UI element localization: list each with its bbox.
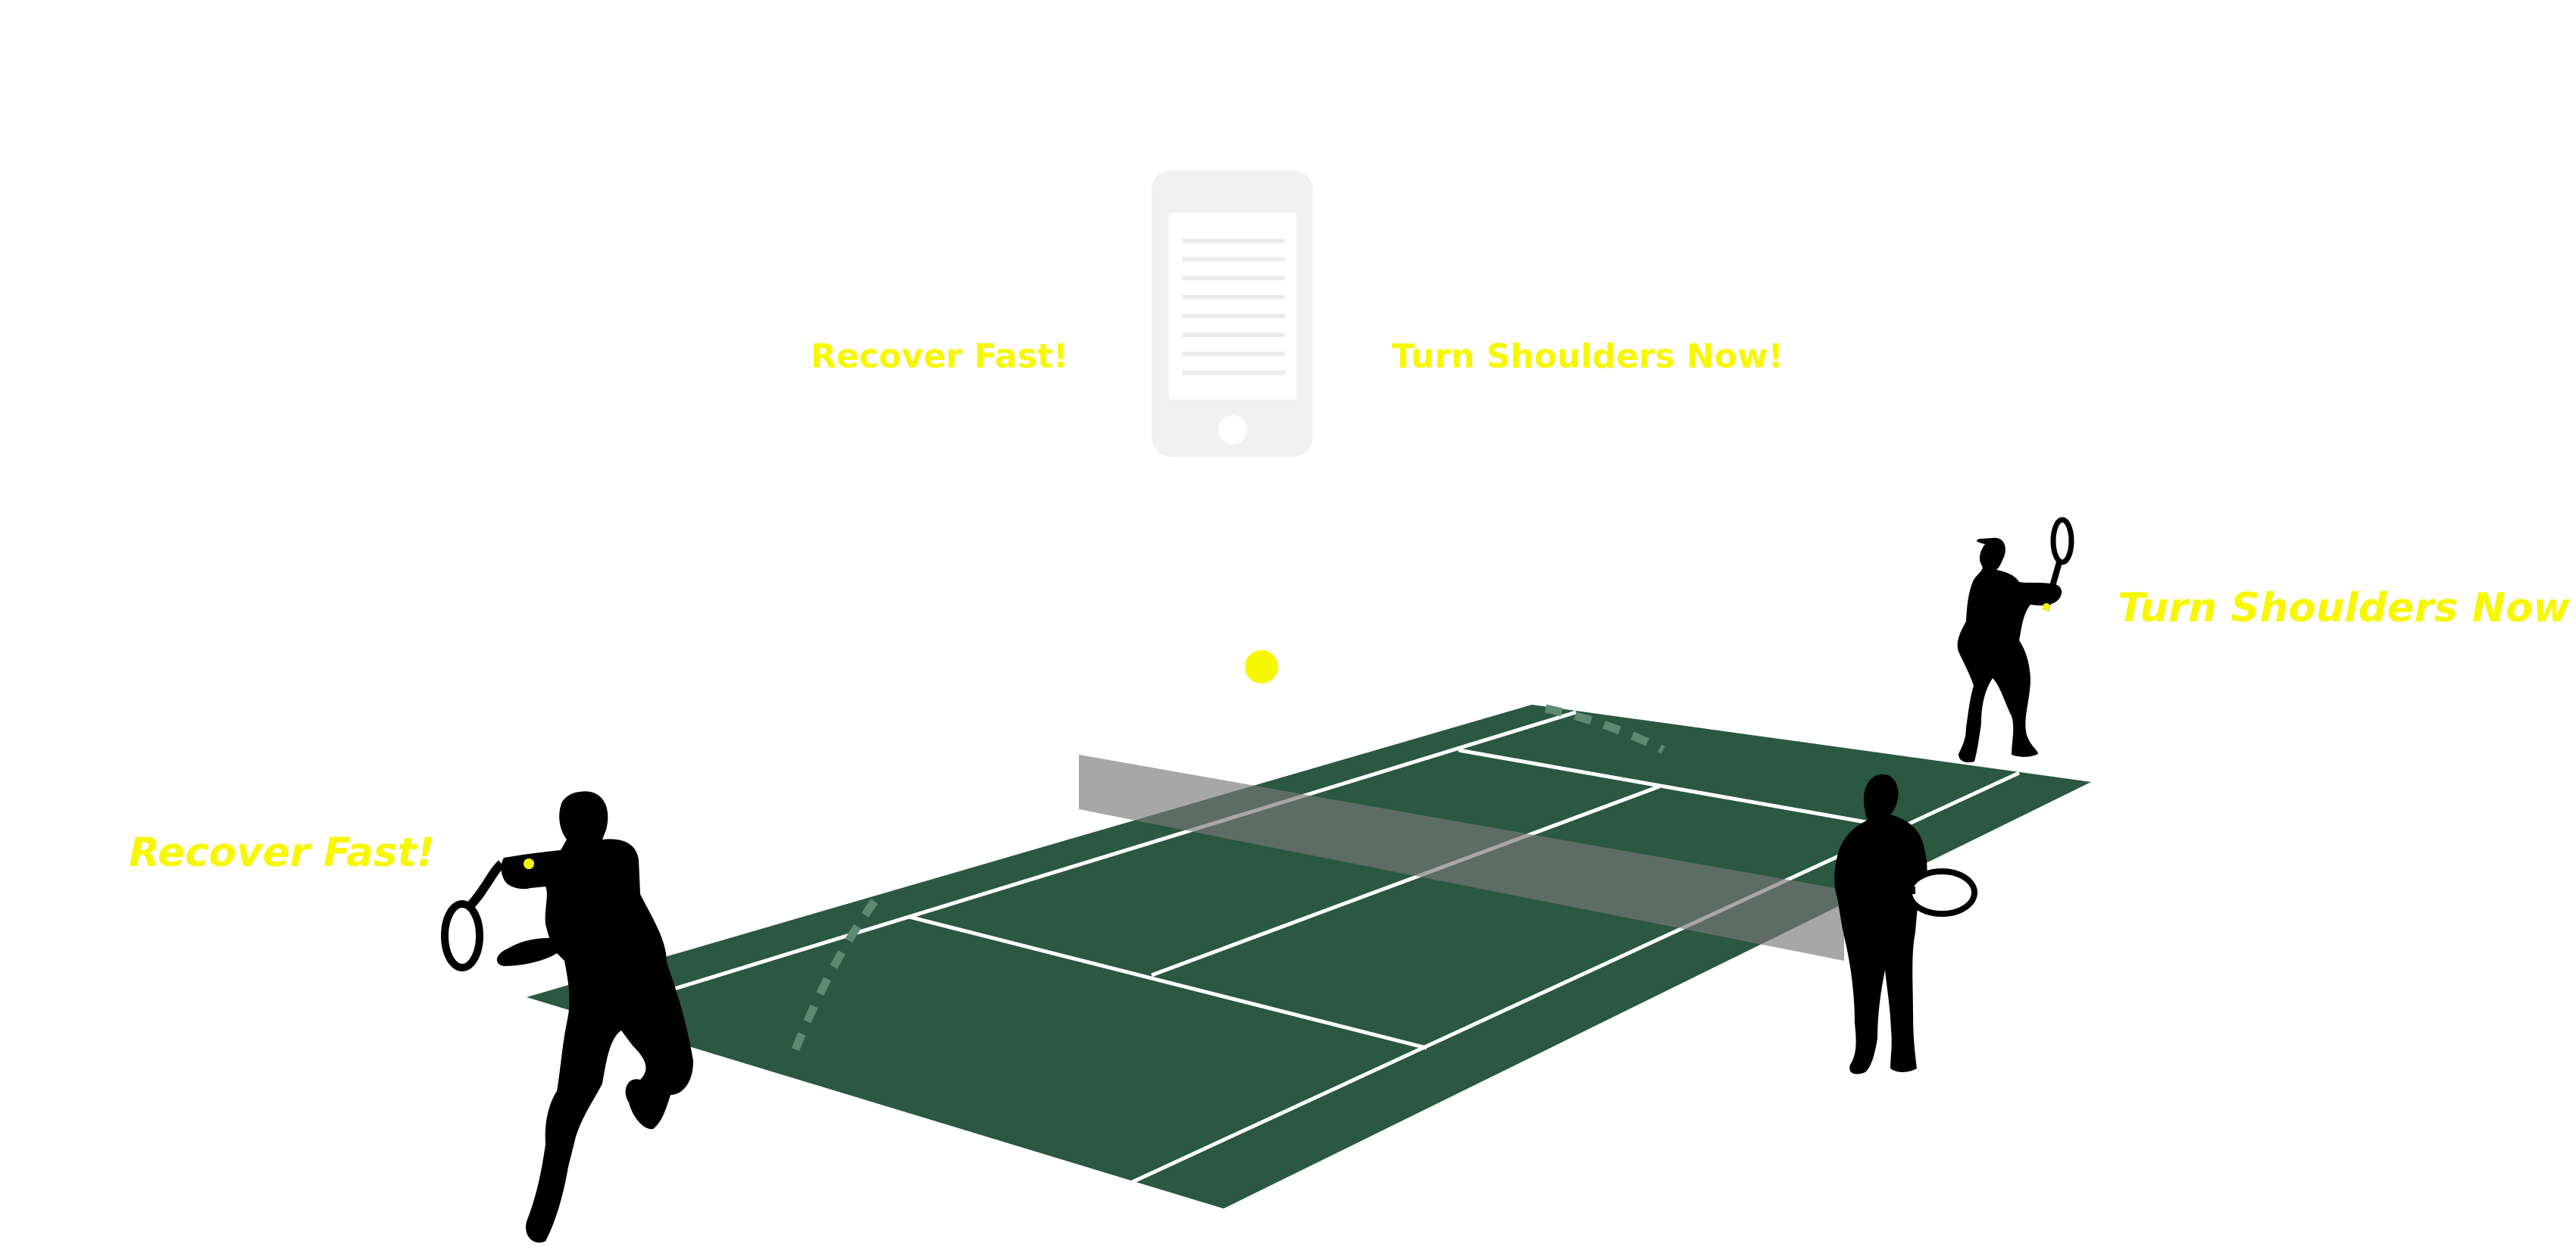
smartphone-icon [1152,170,1313,457]
player-near-left [441,791,693,1243]
tennis-net [1079,755,1844,961]
tennis-ball [1245,650,1278,683]
tennis-court [527,704,2091,1209]
player-cue-turn-shoulders: Turn Shoulders Now [2118,585,2571,631]
phone-cue-turn-shoulders: Turn Shoulders Now! [1392,337,1784,376]
player-far-center [1834,774,1977,1074]
player-cue-recover-fast: Recover Fast! [129,830,435,876]
phone-cue-recover-fast: Recover Fast! [811,337,1069,376]
player-far-right [1957,517,2074,763]
